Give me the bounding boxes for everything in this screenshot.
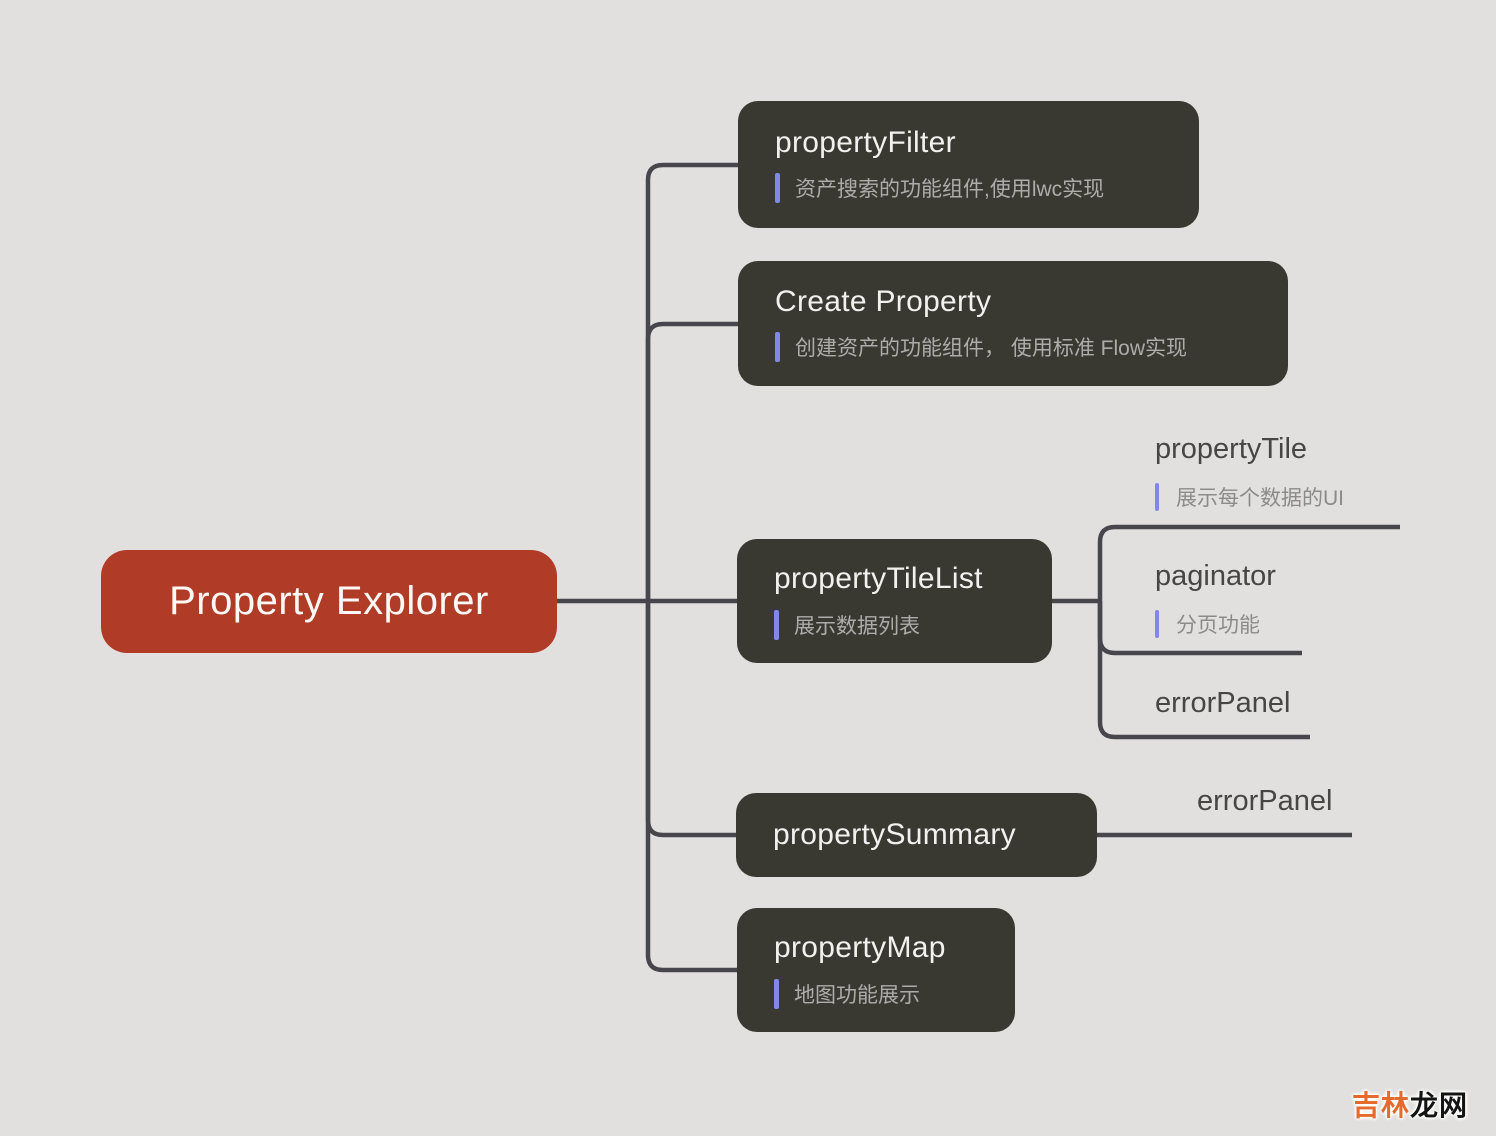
note-text: 创建资产的功能组件， 使用标准 Flow实现 <box>795 337 1188 361</box>
node-property-tile[interactable]: propertyTile 展示每个数据的UI <box>1155 433 1344 512</box>
root-node-label: Property Explorer <box>169 579 489 623</box>
node-title: propertyMap <box>774 931 946 965</box>
connector-tilelist-to-errorpanel <box>1097 601 1310 740</box>
node-property-filter[interactable]: propertyFilter 资产搜索的功能组件,使用lwc实现 <box>738 101 1199 228</box>
note-accent-bar <box>774 978 779 1009</box>
node-error-panel-tilelist[interactable]: errorPanel <box>1155 687 1291 720</box>
node-title: Create Property <box>775 284 992 318</box>
node-note: 展示数据列表 <box>774 609 1052 640</box>
note-accent-bar <box>1155 482 1159 511</box>
connector-tilelist-to-propertytile <box>1097 524 1400 601</box>
watermark-text-orange: 吉林 <box>1352 1090 1411 1121</box>
node-property-summary[interactable]: propertySummary <box>736 793 1097 877</box>
note-accent-bar <box>774 609 779 640</box>
root-node-property-explorer[interactable]: Property Explorer <box>101 550 557 653</box>
node-title: propertySummary <box>773 817 1016 851</box>
connector-trunk-to-create-property <box>645 321 738 601</box>
node-paginator[interactable]: paginator 分页功能 <box>1155 560 1276 639</box>
connector-trunk-to-summary <box>645 601 736 838</box>
node-note: 分页功能 <box>1155 609 1276 639</box>
note-text: 展示每个数据的UI <box>1176 486 1344 510</box>
note-text: 地图功能展示 <box>794 983 920 1007</box>
connector-trunk-to-filter <box>645 162 738 601</box>
node-title: propertyFilter <box>775 125 956 159</box>
node-property-tile-list[interactable]: propertyTileList 展示数据列表 <box>737 539 1052 663</box>
node-create-property[interactable]: Create Property 创建资产的功能组件， 使用标准 Flow实现 <box>738 261 1288 386</box>
node-title: errorPanel <box>1155 687 1291 719</box>
note-accent-bar <box>1155 609 1159 638</box>
note-text: 资产搜索的功能组件,使用lwc实现 <box>795 178 1105 202</box>
node-note: 地图功能展示 <box>774 978 1015 1009</box>
node-note: 创建资产的功能组件， 使用标准 Flow实现 <box>775 332 1288 363</box>
node-note: 展示每个数据的UI <box>1155 482 1344 512</box>
node-title: propertyTileList <box>774 562 983 596</box>
note-accent-bar <box>775 332 780 363</box>
note-text: 展示数据列表 <box>794 614 920 638</box>
node-title: errorPanel <box>1197 785 1333 817</box>
node-title: propertyTile <box>1155 433 1308 465</box>
note-text: 分页功能 <box>1176 613 1260 637</box>
node-note: 资产搜索的功能组件,使用lwc实现 <box>775 173 1199 204</box>
node-property-map[interactable]: propertyMap 地图功能展示 <box>737 908 1015 1032</box>
watermark: 吉林龙网 <box>1352 1084 1468 1124</box>
connector-trunk-to-map <box>645 601 737 973</box>
node-title: paginator <box>1155 560 1276 592</box>
note-accent-bar <box>775 173 780 204</box>
node-error-panel-summary[interactable]: errorPanel <box>1197 785 1333 818</box>
watermark-text-black: 龙网 <box>1410 1090 1469 1121</box>
